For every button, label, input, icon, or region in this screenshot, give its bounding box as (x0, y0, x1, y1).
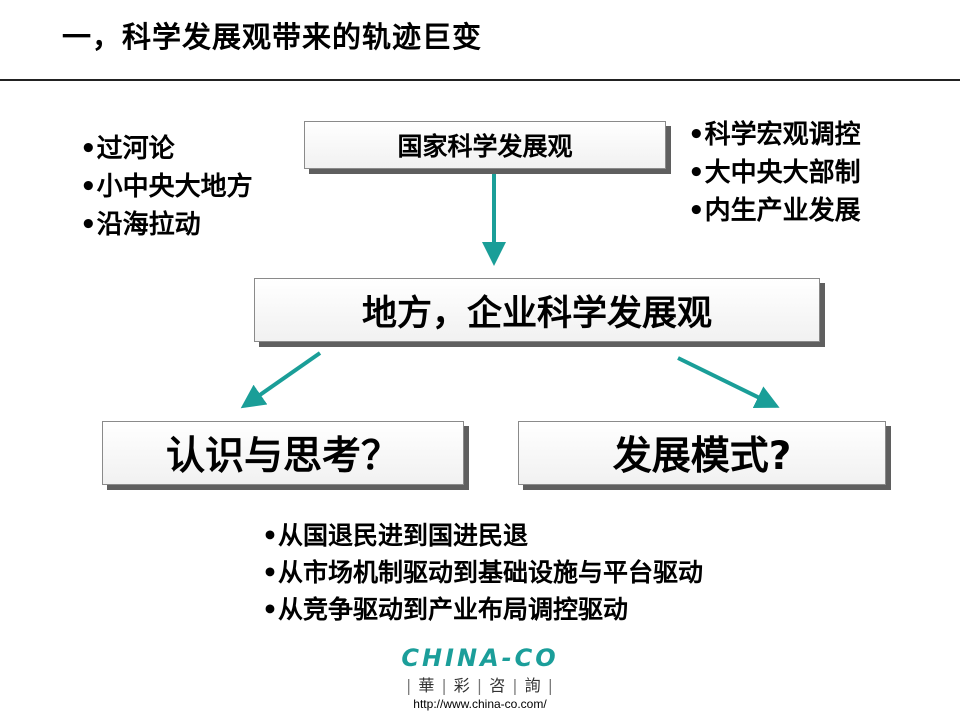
right-bullet-list: •科学宏观调控 •大中央大部制 •内生产业发展 (688, 116, 861, 230)
logo-wordmark: CHINA-CO (401, 644, 559, 672)
left-bullet-list: •过河论 •小中央大地方 •沿海拉动 (80, 130, 253, 244)
arrow-down-right (677, 356, 780, 408)
title-divider (0, 79, 960, 81)
slide-title: 一，科学发展观带来的轨迹巨变 (62, 20, 483, 54)
national-concept-box: 国家科学发展观 (304, 121, 666, 169)
reflection-box: 认识与思考？ (102, 421, 464, 485)
list-item: •科学宏观调控 (688, 120, 861, 150)
local-enterprise-concept-box: 地方，企业科学发展观 (254, 278, 820, 342)
list-item: •从市场机制驱动到基础设施与平台驱动 (262, 558, 703, 587)
logo-url: http://www.china-co.com/ (413, 697, 547, 711)
logo-chinese-name: |華|彩|咨|詢| (405, 676, 554, 695)
list-item: •从竞争驱动到产业布局调控驱动 (262, 595, 628, 624)
list-item: •大中央大部制 (688, 158, 861, 188)
company-logo: CHINA-CO |華|彩|咨|詢| http://www.china-co.c… (360, 644, 600, 711)
list-item: •小中央大地方 (80, 172, 253, 202)
list-item: •过河论 (80, 134, 175, 164)
list-item: •内生产业发展 (688, 196, 861, 226)
bottom-bullet-list: •从国退民进到国进民退 •从市场机制驱动到基础设施与平台驱动 •从竞争驱动到产业… (262, 517, 703, 628)
arrow-down-left (240, 351, 322, 409)
list-item: •从国退民进到国进民退 (262, 521, 528, 550)
development-model-box: 发展模式? (518, 421, 886, 485)
list-item: •沿海拉动 (80, 210, 201, 240)
